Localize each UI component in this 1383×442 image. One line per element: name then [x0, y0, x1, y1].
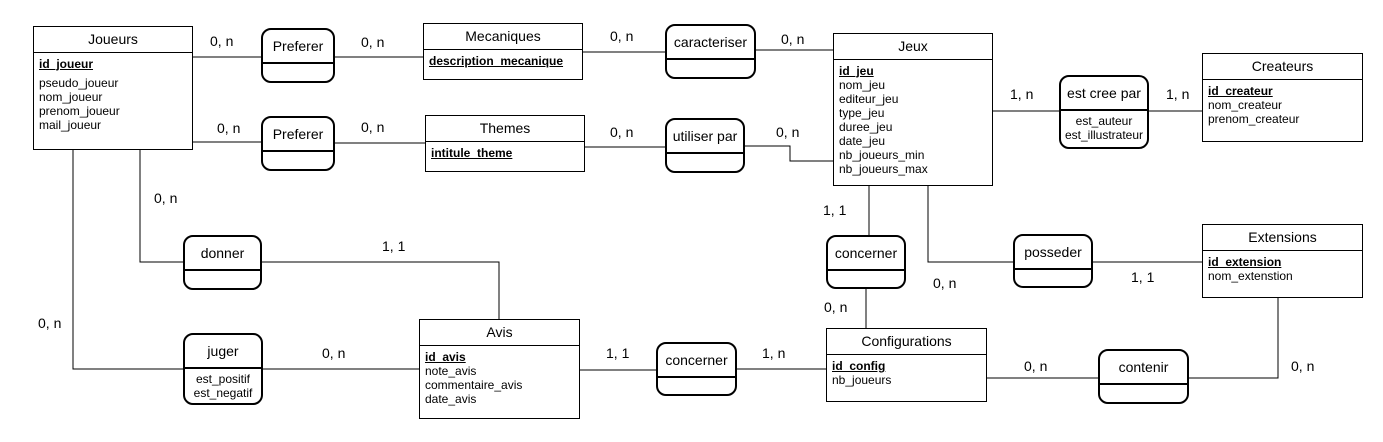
entity-title: Configurations [827, 329, 986, 355]
cardinality-label: 0, n [1291, 358, 1315, 374]
relation-title: Preferer [263, 30, 333, 64]
entity-title: Joueurs [34, 27, 192, 53]
link-jeux-posseder [927, 185, 1014, 263]
attribute: nb_joueurs [832, 373, 892, 387]
relation-title: posseder [1015, 236, 1091, 270]
relation-est-cree-par[interactable]: est cree par est_auteur est_illustrateur [1059, 75, 1149, 149]
relation-title: est cree par [1061, 77, 1147, 111]
entity-configurations[interactable]: Configurations id_config nb_joueurs [826, 328, 987, 402]
attribute: note_avis [425, 364, 477, 378]
relation-preferer-themes[interactable]: Preferer [261, 116, 335, 171]
entity-title: Extensions [1203, 225, 1362, 251]
cardinality-label: 0, n [610, 124, 634, 140]
entity-extensions[interactable]: Extensions id_extension nom_extenstion [1202, 224, 1363, 298]
entity-title: Mecaniques [424, 24, 582, 50]
cardinality-label: 1, n [1010, 86, 1034, 102]
cardinality-label: 0, n [776, 124, 800, 140]
attribute: editeur_jeu [839, 92, 899, 106]
attribute: date_avis [425, 392, 477, 406]
entity-title: Jeux [834, 34, 992, 60]
cardinality-label: 0, n [610, 28, 634, 44]
relation-attribute: est_illustrateur [1064, 128, 1144, 142]
relation-donner[interactable]: donner [183, 235, 262, 290]
attribute: mail_joueur [39, 118, 102, 132]
relation-posseder[interactable]: posseder [1013, 234, 1093, 288]
cardinality-label: 0, n [322, 345, 346, 361]
relation-title: concerner [658, 344, 735, 378]
cardinality-label: 1, 1 [606, 345, 630, 361]
cardinality-label: 0, n [781, 31, 805, 47]
relation-juger[interactable]: juger est_positif est_negatif [183, 333, 263, 405]
cardinality-label: 1, n [762, 345, 786, 361]
relation-preferer-mecaniques[interactable]: Preferer [261, 28, 335, 83]
primary-key: id_createur [1208, 84, 1273, 98]
attribute: date_jeu [839, 134, 886, 148]
relation-title: donner [185, 237, 260, 271]
cardinality-label: 0, n [1024, 358, 1048, 374]
entity-title: Avis [420, 320, 579, 346]
relation-contenir[interactable]: contenir [1098, 349, 1189, 404]
primary-key: id_extension [1208, 255, 1282, 269]
primary-key: id_joueur [39, 57, 94, 71]
relation-attribute: est_auteur [1075, 114, 1133, 128]
attribute: nb_joueurs_max [839, 162, 928, 176]
attribute: nom_jeu [839, 78, 886, 92]
entity-title: Createurs [1203, 54, 1362, 80]
link-joueurs-juger [72, 149, 184, 370]
entity-avis[interactable]: Avis id_avis note_avis commentaire_avis … [419, 319, 580, 419]
relation-caracteriser[interactable]: caracteriser [665, 24, 756, 79]
link-contenir-extensions [1188, 297, 1279, 379]
primary-key: id_avis [425, 350, 466, 364]
entity-joueurs[interactable]: Joueurs id_joueur pseudo_joueur nom_joue… [33, 26, 193, 150]
relation-attribute: est_negatif [193, 386, 253, 400]
entity-themes[interactable]: Themes intitule_theme [425, 115, 585, 172]
primary-key: intitule_theme [431, 146, 513, 160]
primary-key: description_mecanique [429, 54, 564, 68]
link-donner-avis [261, 261, 500, 320]
relation-title: juger [185, 335, 261, 369]
attribute: duree_jeu [839, 120, 893, 134]
cardinality-label: 0, n [154, 190, 178, 206]
attribute: nom_extenstion [1208, 269, 1293, 283]
attribute: type_jeu [839, 106, 885, 120]
attribute: nom_joueur [39, 90, 103, 104]
attribute: nom_createur [1208, 98, 1283, 112]
cardinality-label: 0, n [217, 120, 241, 136]
primary-key: id_config [832, 359, 886, 373]
entity-createurs[interactable]: Createurs id_createur nom_createur preno… [1202, 53, 1363, 142]
relation-concerner-avis[interactable]: concerner [656, 342, 737, 396]
attribute: nb_joueurs_min [839, 148, 925, 162]
cardinality-label: 1, n [1166, 86, 1190, 102]
cardinality-label: 0, n [361, 119, 385, 135]
relation-title: utiliser par [667, 120, 743, 154]
relation-title: concerner [828, 237, 904, 271]
attribute: prenom_createur [1208, 112, 1300, 126]
link-joueurs-donner [139, 149, 184, 263]
cardinality-label: 1, 1 [823, 202, 847, 218]
entity-title: Themes [426, 116, 584, 142]
cardinality-label: 1, 1 [1131, 269, 1155, 285]
relation-attribute: est_positif [195, 372, 251, 386]
cardinality-label: 0, n [824, 299, 848, 315]
entity-jeux[interactable]: Jeux id_jeu nom_jeu editeur_jeu type_jeu… [833, 33, 993, 186]
relation-title: caracteriser [667, 26, 754, 60]
primary-key: id_jeu [839, 64, 874, 78]
attribute: pseudo_joueur [39, 76, 119, 90]
cardinality-label: 1, 1 [382, 238, 406, 254]
entity-mecaniques[interactable]: Mecaniques description_mecanique [423, 23, 583, 80]
cardinality-label: 0, n [361, 34, 385, 50]
cardinality-label: 0, n [38, 315, 62, 331]
attribute: prenom_joueur [39, 104, 120, 118]
attribute: commentaire_avis [425, 378, 523, 392]
relation-title: Preferer [263, 118, 333, 152]
relation-concerner-jeux[interactable]: concerner [826, 235, 906, 289]
relation-utiliser-par[interactable]: utiliser par [665, 118, 745, 173]
relation-title: contenir [1100, 351, 1187, 385]
link-utiliser-jeux [744, 145, 833, 162]
cardinality-label: 0, n [210, 33, 234, 49]
cardinality-label: 0, n [933, 275, 957, 291]
